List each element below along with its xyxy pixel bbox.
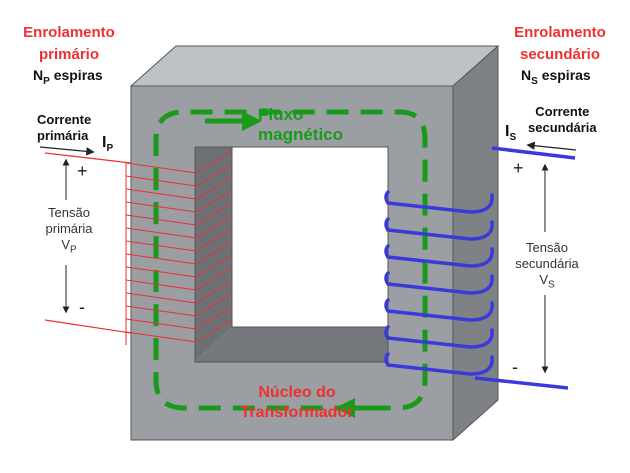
primary-turn-back	[195, 241, 233, 265]
primary-turn	[125, 201, 197, 213]
primary-voltage-label: Tensão primária VP	[36, 205, 102, 259]
primary-current-line2: primária	[37, 128, 89, 143]
primary-title-line2: primário	[38, 46, 99, 63]
primary-voltage-line2: primária	[45, 221, 93, 236]
core-window-opening	[232, 147, 388, 327]
primary-turn-back	[195, 202, 233, 226]
primary-turn	[125, 305, 197, 317]
primary-plus: +	[77, 161, 88, 181]
secondary-winding	[384, 190, 494, 376]
secondary-turns-sub: S	[531, 75, 538, 87]
secondary-turn-cap	[384, 298, 390, 313]
primary-current-line1: Corrente	[37, 112, 92, 127]
primary-current-arrow	[39, 146, 95, 156]
secondary-voltage-symbol: VS	[539, 272, 555, 291]
secondary-turn	[386, 328, 494, 349]
primary-turn	[125, 188, 197, 200]
secondary-current-line1: Corrente	[535, 104, 590, 119]
primary-turn	[125, 240, 197, 252]
secondary-turns-word: espiras	[541, 67, 591, 83]
primary-turn	[125, 279, 197, 291]
secondary-turn	[386, 274, 494, 295]
primary-turn	[125, 266, 197, 278]
secondary-turn	[386, 220, 494, 241]
primary-turn	[125, 331, 197, 343]
primary-turn	[125, 175, 197, 187]
core-window-left-inner	[195, 147, 232, 362]
primary-title: Enrolamento primário	[14, 22, 124, 66]
primary-voltage-line1: Tensão	[48, 205, 90, 220]
secondary-voltage-line1: Tensão	[526, 240, 568, 255]
primary-turn-back	[195, 150, 233, 174]
primary-current-label: Corrente primária	[37, 112, 91, 144]
core-top-face	[129, 45, 500, 87]
secondary-current-arrow	[526, 141, 577, 151]
primary-turn-back	[195, 189, 233, 213]
core-line1: Núcleo do	[258, 384, 336, 401]
primary-turns-sub: P	[43, 75, 50, 87]
primary-winding	[125, 150, 233, 345]
secondary-lead-bottom	[474, 376, 569, 390]
primary-turn	[125, 162, 197, 174]
secondary-turn-cap	[384, 352, 390, 367]
secondary-voltage-line2: secundária	[515, 256, 579, 271]
secondary-plus: +	[513, 158, 524, 178]
flux-line1: Fluxo	[258, 105, 304, 124]
primary-turn-back	[195, 228, 233, 252]
secondary-turns-symbol: N	[521, 67, 532, 83]
primary-turn-back	[195, 267, 233, 291]
primary-voltage-symbol: VP	[61, 237, 77, 256]
secondary-current-line2: secundária	[528, 120, 597, 135]
primary-turn-back	[195, 293, 233, 317]
primary-minus: -	[79, 297, 85, 317]
secondary-title: Enrolamento secundário	[505, 22, 615, 66]
secondary-turn-cap	[384, 217, 390, 232]
secondary-turn-cap	[384, 244, 390, 259]
primary-turn	[125, 318, 197, 330]
primary-current-symbol: IP	[102, 134, 114, 155]
primary-turn-back	[195, 319, 233, 343]
secondary-current-symbol: IS	[505, 123, 517, 144]
secondary-current-label: Corrente secundária	[528, 104, 597, 136]
primary-lead-top	[44, 152, 132, 164]
secondary-turn	[386, 193, 494, 214]
core-label: Núcleo do Transformador	[232, 383, 362, 423]
flux-line2: magnético	[258, 125, 344, 144]
secondary-turn	[386, 301, 494, 322]
primary-turns-word: espiras	[53, 67, 103, 83]
secondary-turn-cap	[384, 190, 390, 205]
primary-turns: NP espiras	[33, 67, 103, 87]
core-line2: Transformador	[240, 404, 354, 421]
primary-turn	[125, 227, 197, 239]
primary-turns-symbol: N	[33, 67, 44, 83]
secondary-title-line1: Enrolamento	[514, 24, 606, 41]
primary-title-line1: Enrolamento	[23, 24, 115, 41]
secondary-minus: -	[512, 357, 518, 377]
primary-turn-back	[195, 280, 233, 304]
secondary-turns: NS espiras	[521, 67, 591, 87]
primary-turn-back	[195, 306, 233, 330]
primary-turn-back	[195, 163, 233, 187]
secondary-lead-top	[491, 146, 576, 160]
primary-turn-back	[195, 215, 233, 239]
primary-turn	[125, 253, 197, 265]
flux-label: Fluxo magnético	[258, 105, 343, 145]
primary-turn	[125, 214, 197, 226]
secondary-turn	[386, 355, 494, 376]
secondary-title-line2: secundário	[519, 46, 601, 63]
secondary-turn-cap	[384, 271, 390, 286]
secondary-voltage-label: Tensão secundária VS	[510, 240, 584, 294]
secondary-turn	[386, 247, 494, 268]
core-window-bottom-inner	[195, 327, 388, 362]
secondary-turn-cap	[384, 325, 390, 340]
primary-turn-back	[195, 254, 233, 278]
primary-lead-bottom	[44, 319, 132, 334]
flux-path	[153, 109, 428, 411]
primary-turn	[125, 292, 197, 304]
primary-turn-back	[195, 176, 233, 200]
